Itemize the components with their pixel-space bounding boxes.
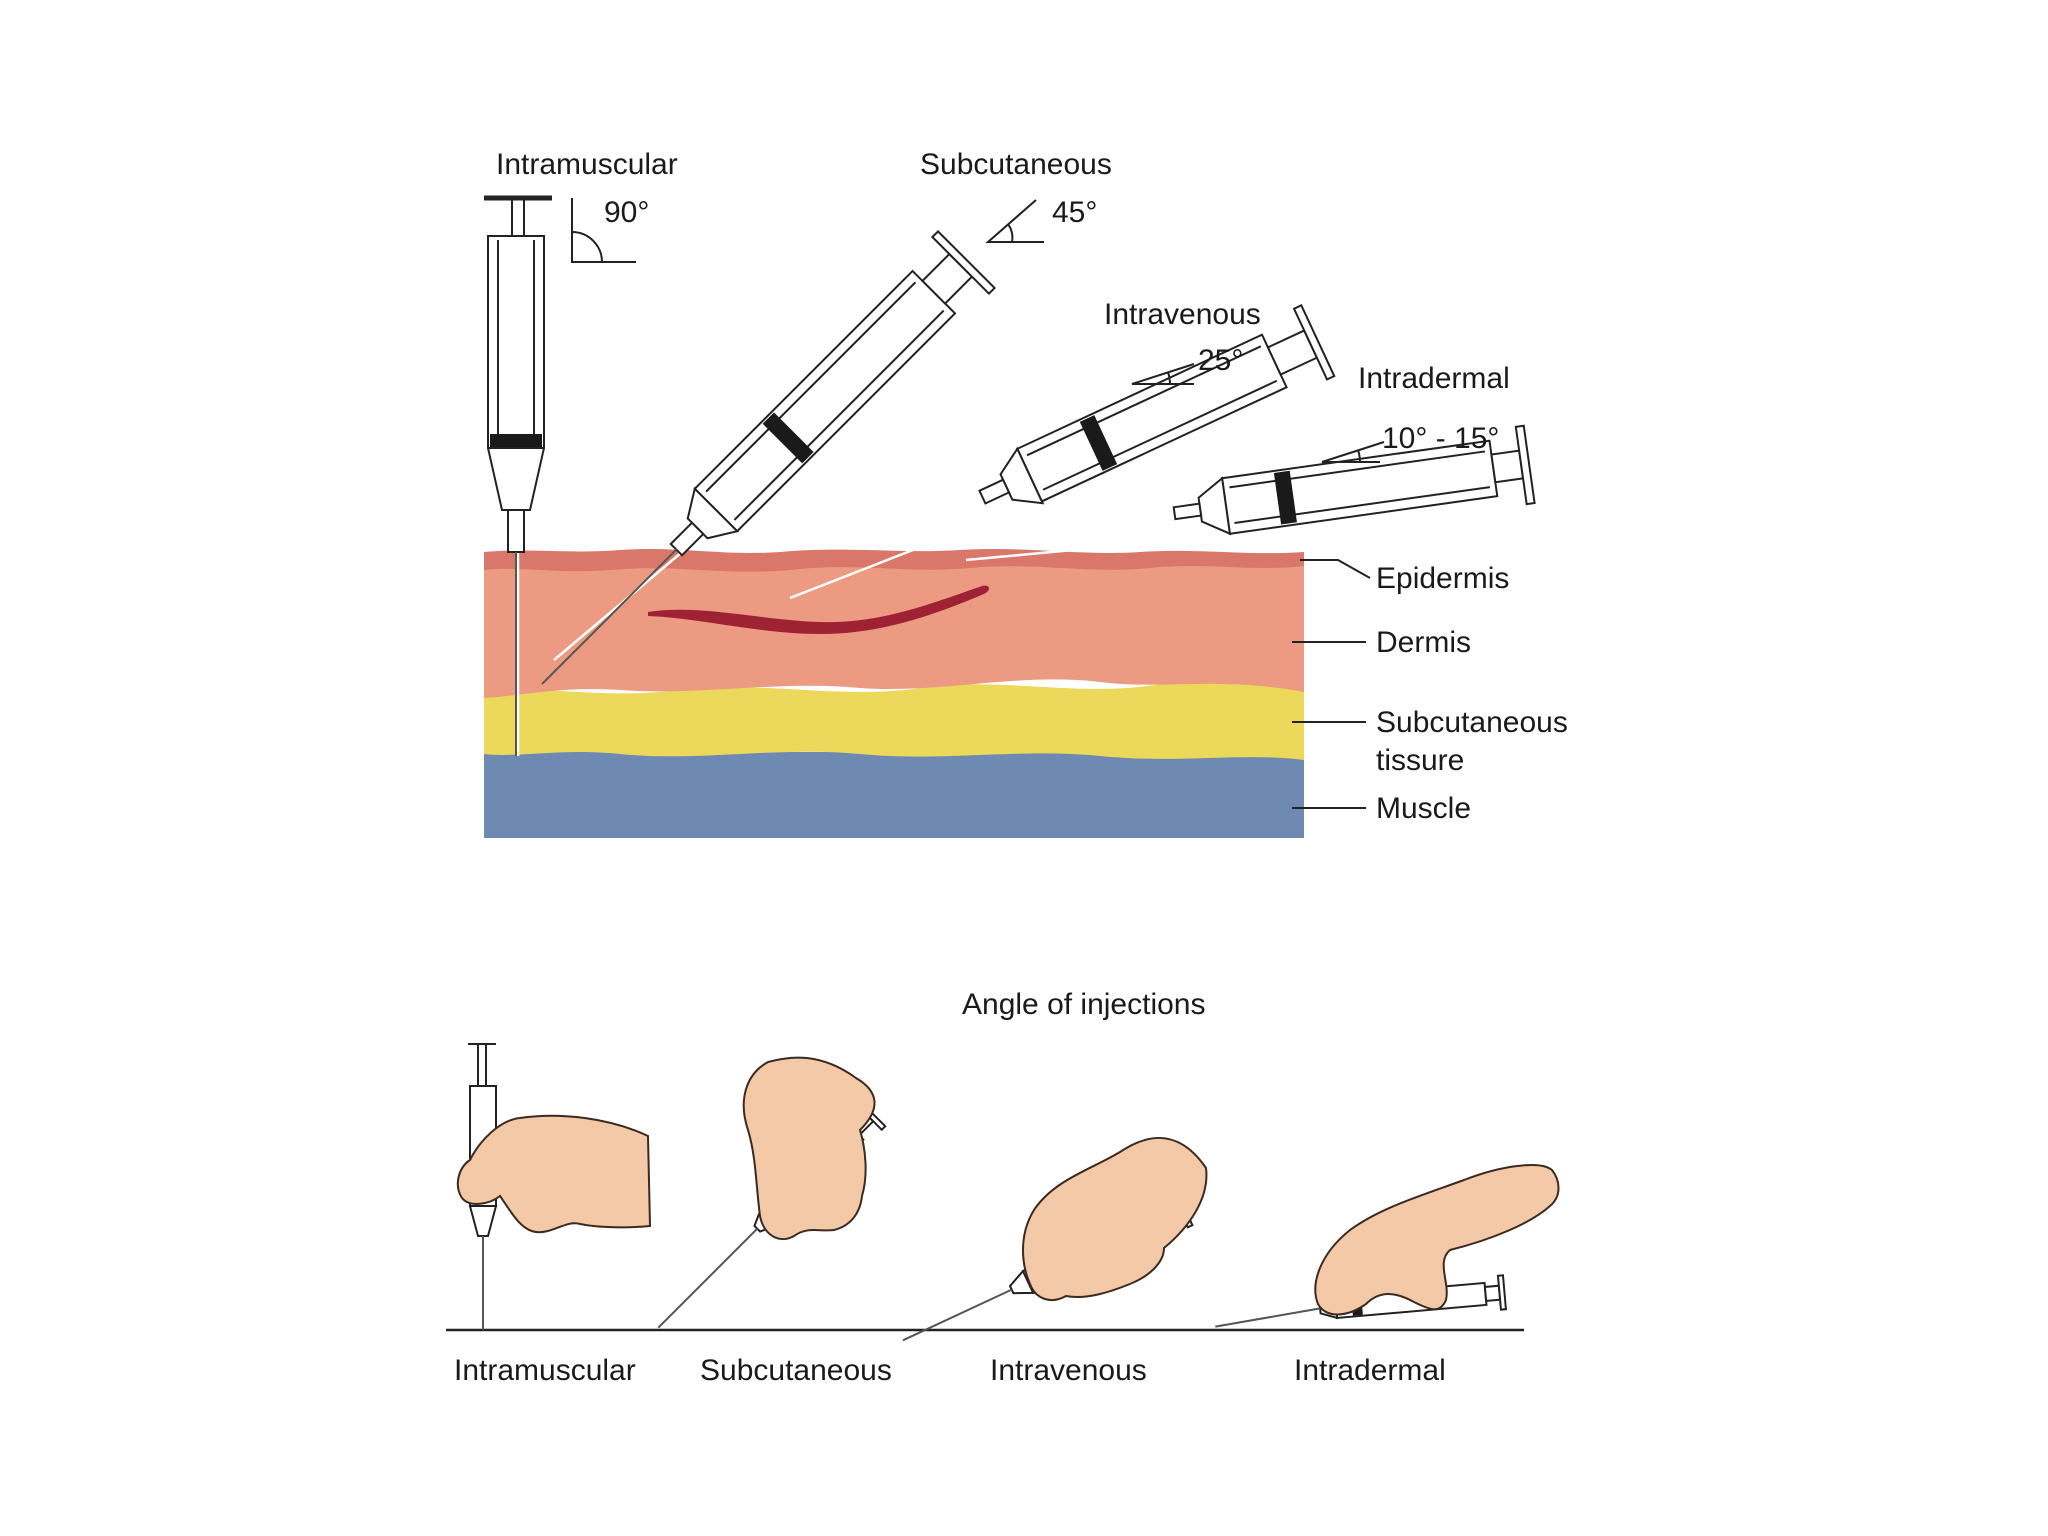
- angle-intramuscular: 90°: [604, 196, 649, 229]
- angle-symbols: [571, 198, 1385, 463]
- hand-subcutaneous: [657, 1056, 887, 1329]
- label-subcutaneous-layer-2: tissure: [1376, 744, 1464, 777]
- layer-pointers: [1292, 559, 1371, 809]
- epidermis-layer: [484, 549, 1304, 572]
- label-intravenous-bottom: Intravenous: [990, 1354, 1147, 1387]
- syringe-subcutaneous: [541, 229, 997, 685]
- bottom-title: Angle of injections: [962, 988, 1206, 1021]
- label-subcutaneous-layer: Subcutaneous: [1376, 706, 1568, 739]
- syringe-intramuscular: [484, 195, 552, 756]
- syringe-intravenous: [978, 304, 1336, 505]
- label-intradermal-top: Intradermal: [1358, 362, 1510, 395]
- skin-cross-section: [484, 549, 1304, 838]
- label-subcutaneous-top: Subcutaneous: [920, 148, 1112, 181]
- label-subcutaneous-bottom: Subcutaneous: [700, 1354, 892, 1387]
- angle-intravenous: 25°: [1198, 344, 1243, 377]
- muscle-layer: [484, 752, 1304, 838]
- subcutaneous-layer: [484, 681, 1304, 760]
- angle-subcutaneous: 45°: [1052, 196, 1097, 229]
- dermis-layer: [484, 566, 1304, 698]
- angle-90-icon: [571, 198, 636, 263]
- vein: [648, 585, 990, 634]
- label-intravenous-top: Intravenous: [1104, 298, 1261, 331]
- label-dermis: Dermis: [1376, 626, 1471, 659]
- label-epidermis: Epidermis: [1376, 562, 1509, 595]
- label-intradermal-bottom: Intradermal: [1294, 1354, 1446, 1387]
- angle-45-icon: [985, 199, 1044, 243]
- angle-intradermal: 10° - 15°: [1382, 422, 1499, 455]
- label-intramuscular-bottom: Intramuscular: [454, 1354, 636, 1387]
- syringe-intradermal: [1172, 424, 1536, 536]
- label-intramuscular-top: Intramuscular: [496, 148, 678, 181]
- hand-intramuscular: [456, 1043, 652, 1330]
- label-muscle: Muscle: [1376, 792, 1471, 825]
- angle-10-15-icon: [1321, 441, 1385, 463]
- hand-intradermal: [1215, 1164, 1560, 1328]
- angle-25-icon: [1131, 363, 1195, 385]
- hand-intravenous: [902, 1136, 1208, 1342]
